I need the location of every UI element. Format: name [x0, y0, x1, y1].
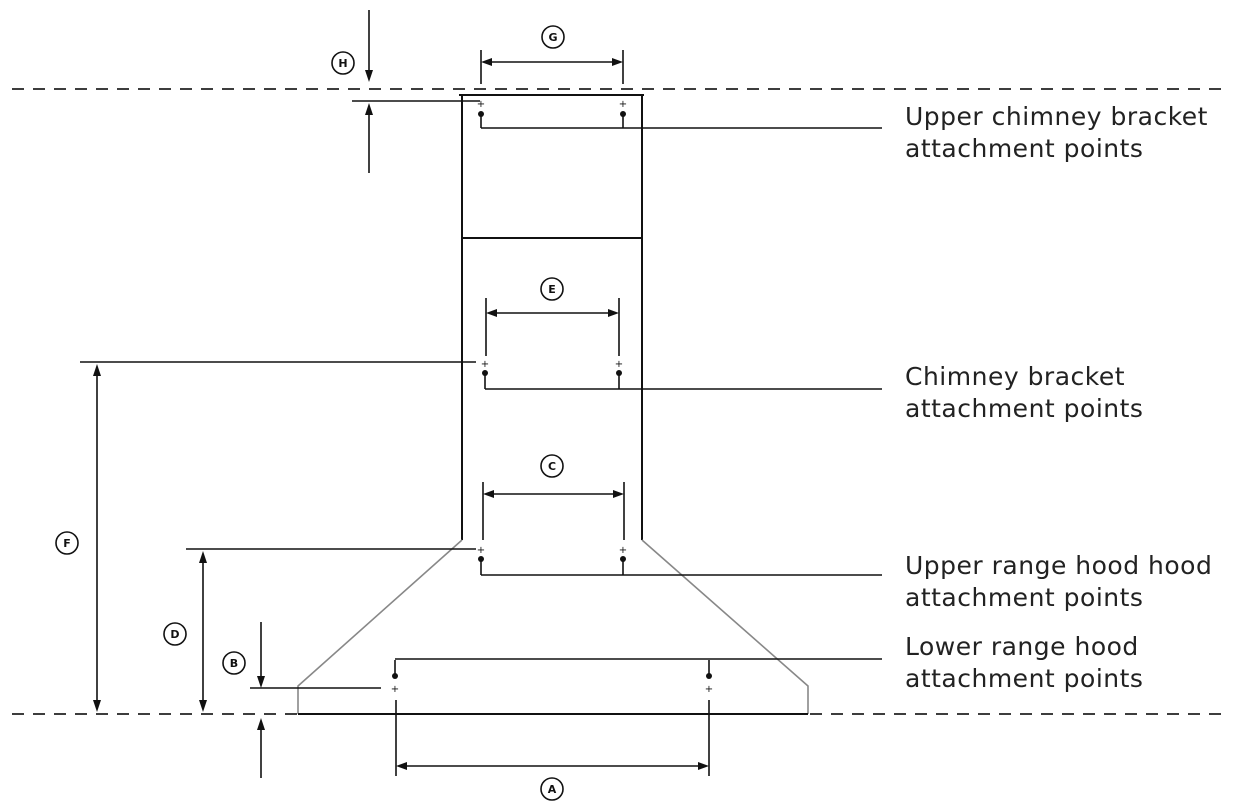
label-b: B — [230, 657, 238, 670]
callout-upper-range-line2: attachment points — [905, 583, 1143, 612]
label-g: G — [548, 31, 557, 44]
label-a: A — [548, 783, 557, 796]
dimension-c: C — [482, 454, 625, 540]
chimney-bracket-points: + + — [481, 359, 882, 390]
label-e: E — [548, 283, 556, 296]
callout-lower-range-line1: Lower range hood — [905, 632, 1139, 661]
lower-range-hood-points: + + — [391, 658, 882, 695]
svg-text:+: + — [477, 545, 485, 556]
dimension-e: E — [485, 277, 620, 356]
dimension-d: D — [163, 548, 476, 712]
label-f: F — [63, 537, 71, 550]
upper-range-hood-points: + + — [477, 545, 882, 576]
dimension-b: B — [222, 622, 381, 778]
upper-chimney-bracket-points: + + — [477, 99, 882, 129]
label-h: H — [338, 57, 347, 70]
chimney-body — [459, 94, 644, 540]
svg-text:+: + — [619, 545, 627, 556]
svg-text:+: + — [705, 684, 713, 695]
callout-upper-chimney-line2: attachment points — [905, 134, 1143, 163]
dimension-f: F — [55, 361, 476, 712]
svg-text:+: + — [391, 684, 399, 695]
callout-upper-chimney-line1: Upper chimney bracket — [905, 102, 1208, 131]
svg-text:+: + — [619, 99, 627, 110]
callout-upper-range-line1: Upper range hood hood — [905, 551, 1212, 580]
callout-chimney-line1: Chimney bracket — [905, 362, 1125, 391]
callout-lower-range-line2: attachment points — [905, 664, 1143, 693]
dimension-g: G — [480, 25, 624, 84]
svg-text:+: + — [481, 359, 489, 370]
svg-text:+: + — [615, 359, 623, 370]
dimension-a: A — [395, 700, 710, 801]
dimension-h: H — [331, 10, 480, 173]
callout-chimney-line2: attachment points — [905, 394, 1143, 423]
label-c: C — [548, 460, 556, 473]
hood-body — [297, 539, 809, 715]
svg-text:+: + — [477, 99, 485, 110]
label-d: D — [170, 628, 179, 641]
